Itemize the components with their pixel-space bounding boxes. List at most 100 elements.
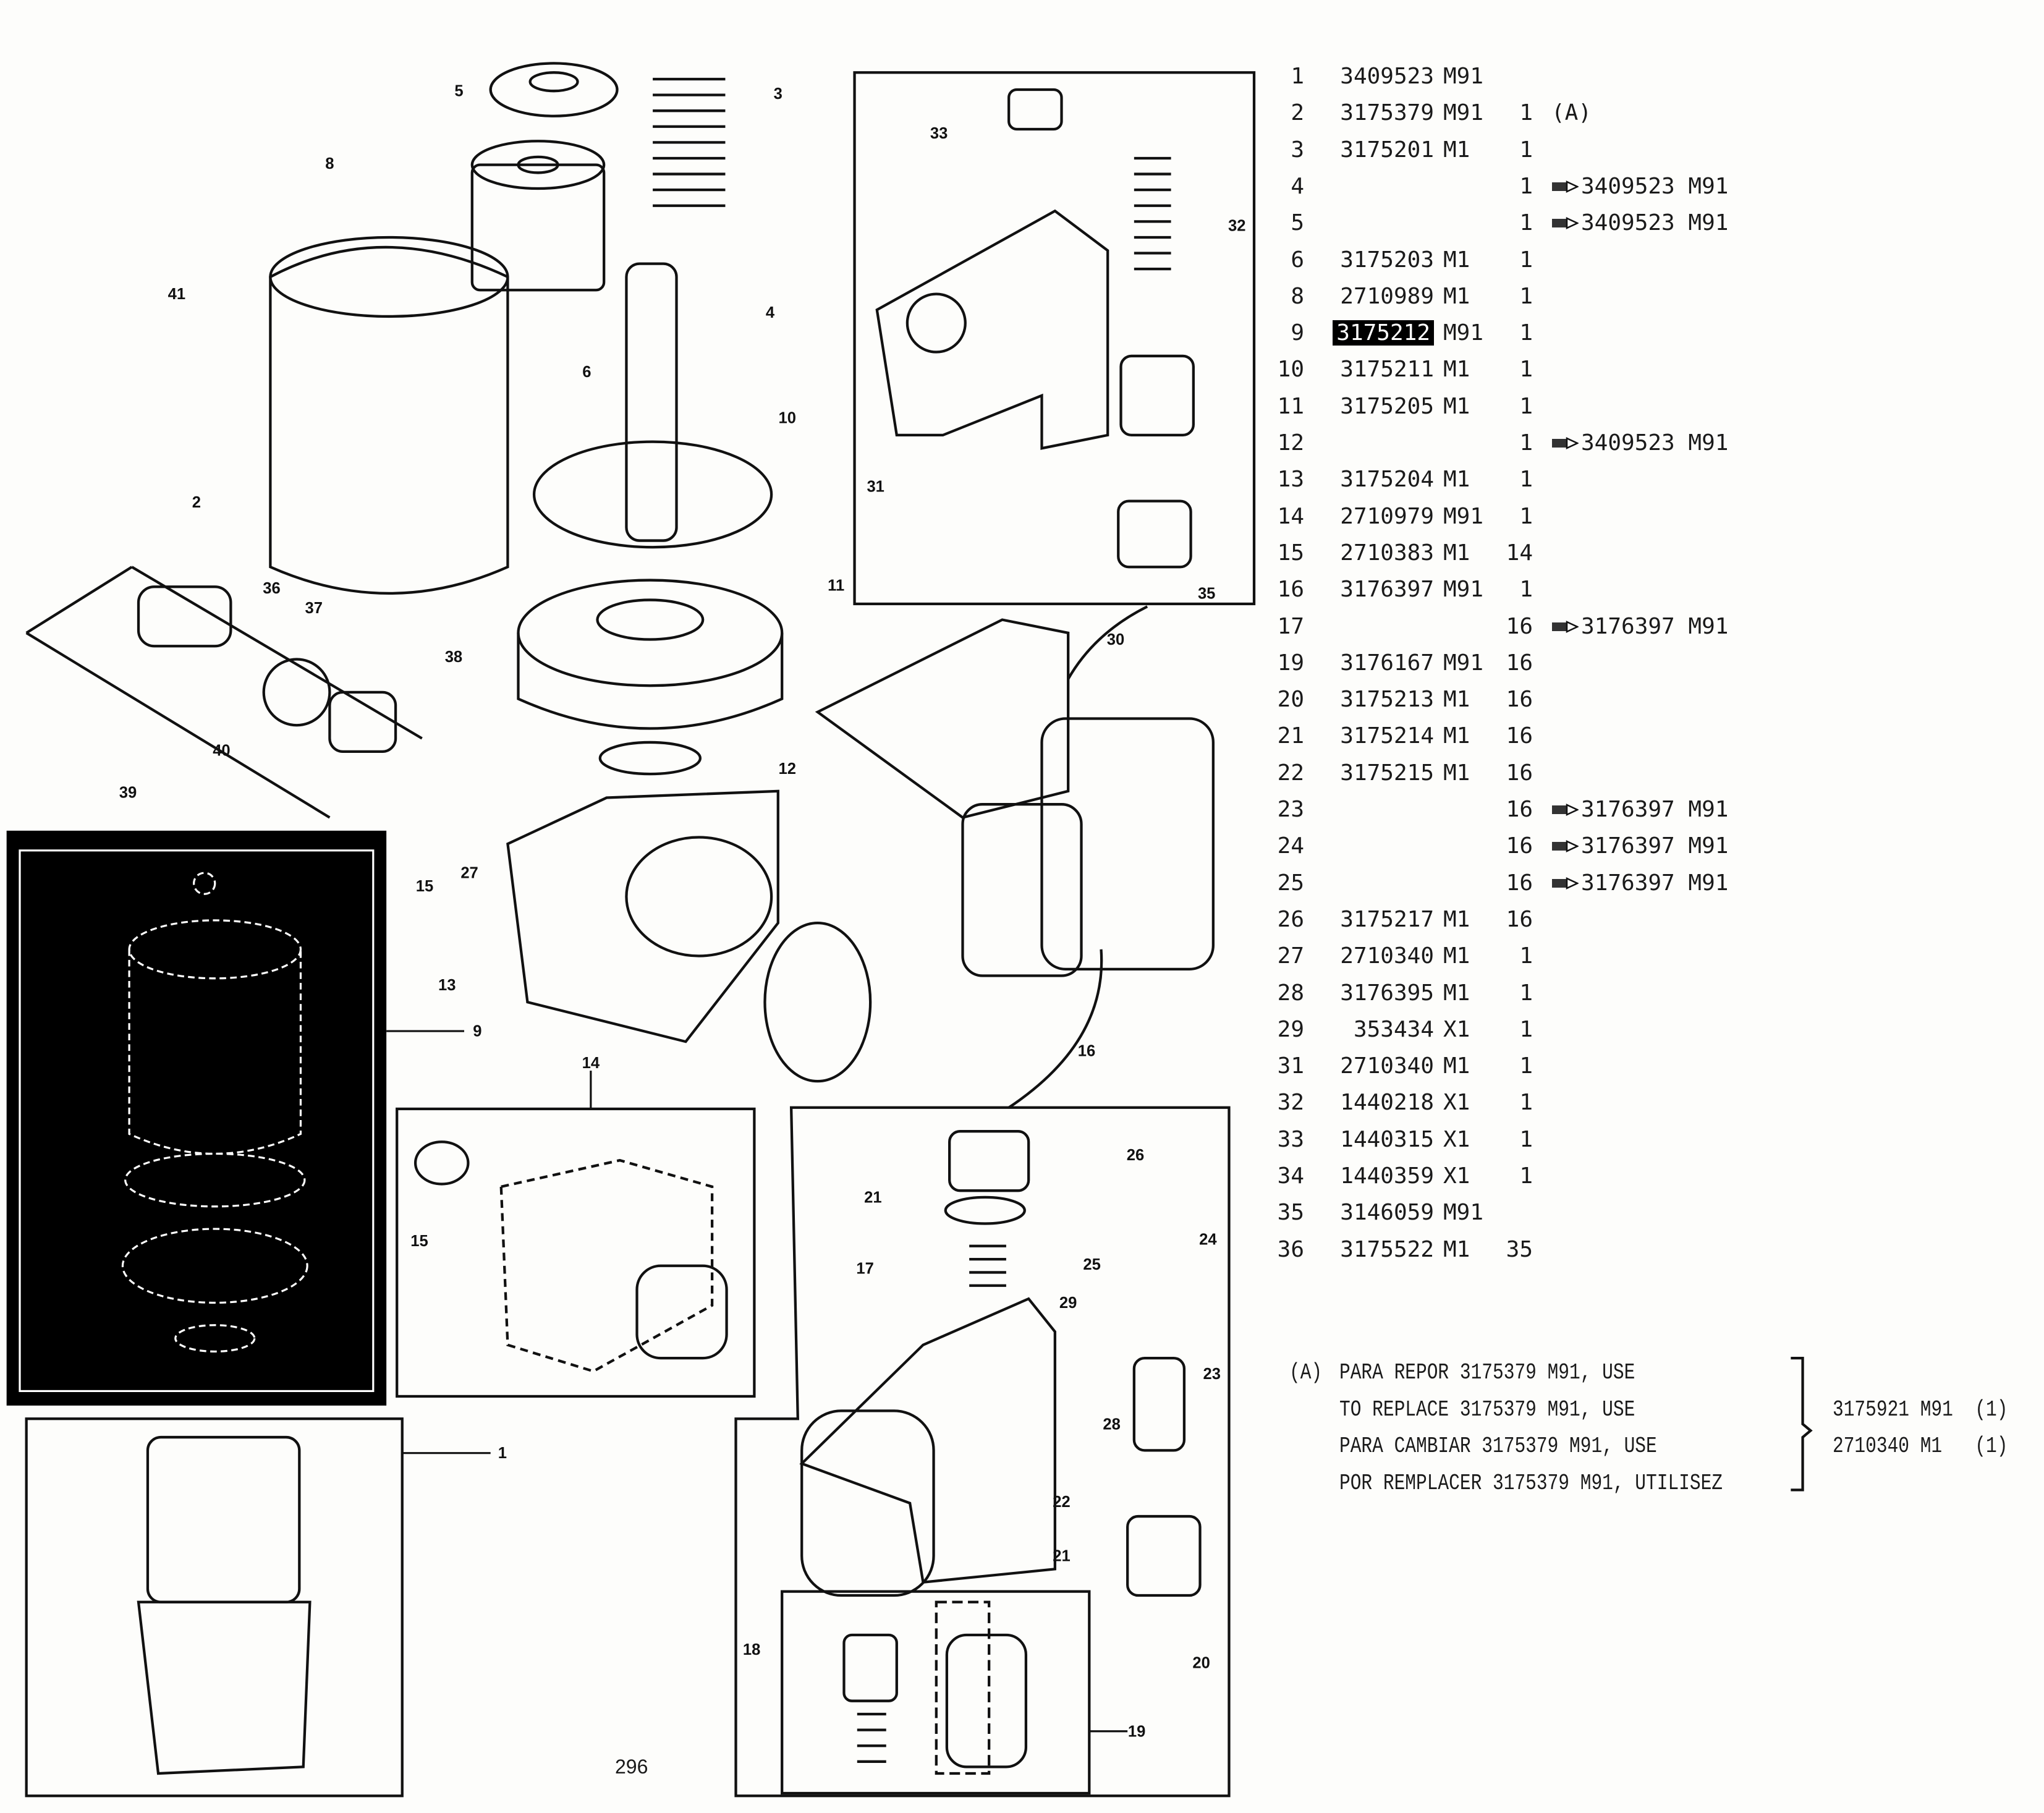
part-number: 3175215	[1340, 760, 1434, 786]
quantity: 16	[1506, 650, 1533, 676]
part-number: 1440218	[1340, 1090, 1434, 1116]
callout-number: 40	[213, 742, 230, 759]
item-number: 2	[1291, 100, 1304, 126]
pointing-hand-icon	[1552, 180, 1579, 193]
valve-inset-frame	[853, 71, 1256, 606]
part-number: 2710383	[1340, 540, 1434, 566]
item-number: 32	[1277, 1090, 1304, 1116]
callout-number: 29	[1059, 1294, 1077, 1312]
cap	[489, 62, 619, 117]
callout-number: 17	[856, 1260, 873, 1278]
pointing-hand-icon	[1552, 620, 1579, 633]
callout-number: 27	[460, 865, 478, 882]
callout-number: 20	[1192, 1654, 1210, 1671]
item-number: 13	[1277, 467, 1304, 493]
callout-number: 31	[867, 478, 884, 496]
item-number: 26	[1277, 906, 1304, 932]
quantity: 35	[1506, 1236, 1533, 1262]
part-suffix: M1	[1443, 980, 1470, 1006]
callout-number: 21	[1053, 1548, 1070, 1565]
pointing-hand-icon	[1552, 804, 1579, 816]
part-number: 2710979	[1340, 503, 1434, 529]
pointing-hand-icon	[1552, 877, 1579, 890]
quantity: 1	[1519, 393, 1533, 419]
reference: 3176397 M91	[1551, 794, 1728, 825]
part-suffix: M1	[1443, 760, 1470, 786]
note-line: POR REMPLACER 3175379 M91, UTILISEZ	[1339, 1471, 1723, 1496]
part-number: 3146059	[1340, 1200, 1434, 1226]
callout-number: 6	[582, 363, 591, 381]
part-number: 3175204	[1340, 467, 1434, 493]
part-suffix: M1	[1443, 247, 1470, 273]
reference-text: 3176397 M91	[1581, 613, 1729, 639]
reference-text: 3409523 M91	[1581, 173, 1729, 199]
quantity: 1	[1519, 247, 1533, 273]
item-number: 12	[1277, 430, 1304, 456]
callout-number: 41	[168, 286, 185, 303]
reference-text: 3409523 M91	[1581, 430, 1729, 456]
quantity: 1	[1519, 137, 1533, 163]
item-number: 16	[1277, 577, 1304, 603]
spring	[653, 77, 726, 207]
reference: 3176397 M91	[1551, 611, 1728, 642]
part-number: 2710340	[1340, 1053, 1434, 1079]
valve-housing	[875, 209, 1109, 450]
quantity: 16	[1506, 760, 1533, 786]
part-number: 1440359	[1340, 1163, 1434, 1189]
part-suffix: M91	[1443, 650, 1484, 676]
filter-element-inset	[6, 830, 387, 1406]
callout-number: 4	[766, 304, 775, 321]
callout-number: 32	[1228, 217, 1245, 234]
item-number: 29	[1277, 1016, 1304, 1042]
quantity: 1	[1519, 943, 1533, 969]
quantity: 1	[1519, 980, 1533, 1006]
item-number: 9	[1291, 320, 1304, 346]
quantity: 1	[1519, 503, 1533, 529]
callout-number: 38	[445, 648, 462, 666]
item-number: 1	[1291, 64, 1304, 89]
reference-text: 3409523 M91	[1581, 210, 1729, 236]
part-suffix: X1	[1443, 1090, 1470, 1116]
item-number: 19	[1277, 650, 1304, 676]
part-suffix: X1	[1443, 1126, 1470, 1152]
item-number: 8	[1291, 283, 1304, 309]
part-suffix: M1	[1443, 1236, 1470, 1262]
item-number: 6	[1291, 247, 1304, 273]
callout-number: 12	[779, 760, 796, 778]
note-line: PARA REPOR 3175379 M91, USE	[1339, 1360, 1635, 1385]
reference-text: 3176397 M91	[1581, 797, 1729, 822]
quantity: 16	[1506, 906, 1533, 932]
quantity: 1	[1519, 430, 1533, 456]
quantity: 1	[1519, 467, 1533, 493]
item-number: 25	[1277, 870, 1304, 896]
callout-number: 11	[828, 577, 844, 595]
part-number: 3175212	[1329, 318, 1434, 349]
item-number: 5	[1291, 210, 1304, 236]
quantity: 1	[1519, 1016, 1533, 1042]
callout-number: 8	[325, 155, 334, 172]
quantity: 1	[1519, 173, 1533, 199]
part-number: 3409523	[1340, 64, 1434, 89]
quantity: 1	[1519, 1053, 1533, 1079]
callout-number: 15	[410, 1233, 428, 1250]
callout-number: 1	[498, 1445, 507, 1462]
part-suffix: M91	[1443, 503, 1484, 529]
callout-number: 26	[1127, 1147, 1144, 1164]
quantity: 16	[1506, 613, 1533, 639]
reference: 3409523 M91	[1551, 171, 1728, 202]
quantity: 14	[1506, 540, 1533, 566]
part-suffix: X1	[1443, 1016, 1470, 1042]
replacement-part: 2710340 M1 (1)	[1833, 1433, 2008, 1459]
callout-number: 5	[454, 83, 463, 100]
filter-base	[517, 579, 784, 687]
relief-valve-body	[799, 1297, 1056, 1584]
part-suffix: M1	[1443, 467, 1470, 493]
item-number: 14	[1277, 503, 1304, 529]
callout-number: 28	[1103, 1416, 1120, 1433]
quantity: 1	[1519, 210, 1533, 236]
part-number: 3175379	[1340, 100, 1434, 126]
item-number: 35	[1277, 1200, 1304, 1226]
part-number: 2710340	[1340, 943, 1434, 969]
callout-number: 24	[1199, 1231, 1217, 1249]
item-number: 27	[1277, 943, 1304, 969]
